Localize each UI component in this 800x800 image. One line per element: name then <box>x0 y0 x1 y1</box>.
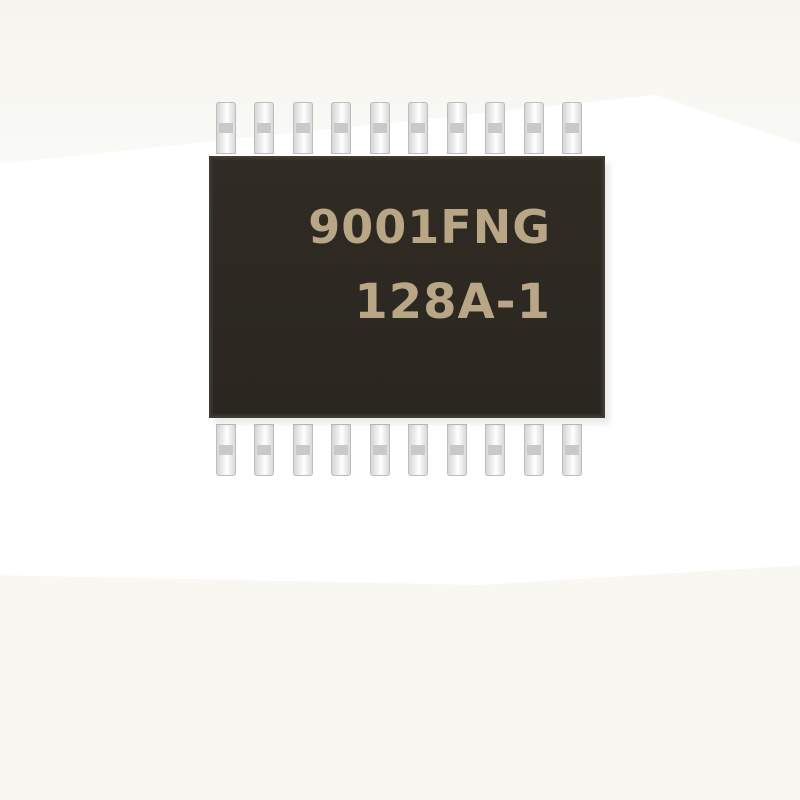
chip-marking-line-2: 128A-1 <box>354 274 551 330</box>
top-pin-8 <box>485 102 505 154</box>
bottom-pin-6 <box>408 424 428 476</box>
bottom-pin-4 <box>331 424 351 476</box>
top-pin-5 <box>370 102 390 154</box>
bottom-pin-8 <box>485 424 505 476</box>
top-pin-9 <box>524 102 544 154</box>
bottom-pin-10 <box>562 424 582 476</box>
bottom-pin-9 <box>524 424 544 476</box>
top-pin-4 <box>331 102 351 154</box>
top-pin-6 <box>408 102 428 154</box>
chip-marking-line-1: 9001FNG <box>308 200 551 254</box>
bottom-pin-2 <box>254 424 274 476</box>
top-pin-1 <box>216 102 236 154</box>
top-pin-3 <box>293 102 313 154</box>
bottom-pin-1 <box>216 424 236 476</box>
ic-chip-body: 9001FNG 128A-1 <box>209 156 605 418</box>
top-pin-2 <box>254 102 274 154</box>
top-pin-10 <box>562 102 582 154</box>
top-pin-7 <box>447 102 467 154</box>
bottom-pin-3 <box>293 424 313 476</box>
bottom-pin-7 <box>447 424 467 476</box>
bottom-pin-5 <box>370 424 390 476</box>
